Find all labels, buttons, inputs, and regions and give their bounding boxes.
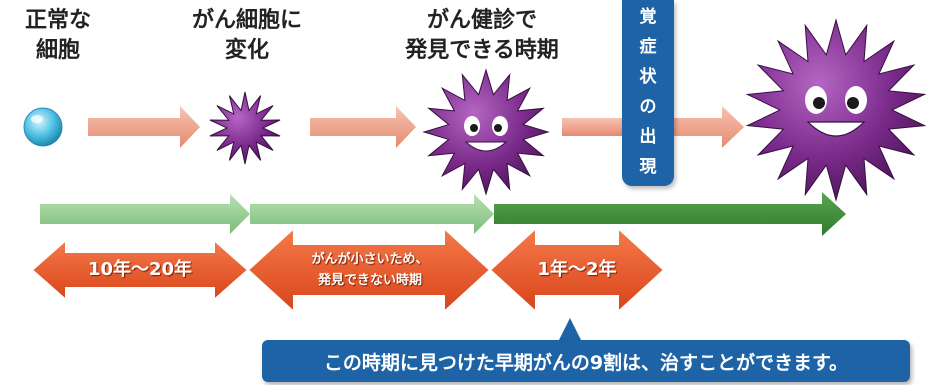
normal-cell-shine [31, 115, 43, 123]
label-detectable: がん健診で 発見できる時期 [382, 6, 582, 66]
progression-arrow-3 [562, 118, 622, 136]
timeline-arrow-3 [494, 192, 846, 236]
symptom-banner: 覚 症 状 の 出 現 [622, 0, 674, 186]
symptom-char-3: 状 [639, 67, 657, 87]
normal-cell [23, 107, 63, 147]
period-text-2: がんが小さいため、 発見できない時期 [290, 249, 450, 291]
small-cancer-cell [209, 91, 281, 165]
large-cancer-cell [745, 18, 926, 202]
symptom-char-4: の [639, 97, 657, 117]
callout-text: この時期に見つけた早期がんの9割は、治すことができます。 [323, 351, 849, 374]
label-cancer-change-line1: がん細胞に [191, 8, 302, 33]
period-arrow-3 [488, 225, 666, 315]
label-normal-cell: 正常な 細胞 [18, 6, 98, 66]
period-text-1: 10年～20年 [87, 259, 193, 280]
symptom-char-6: 現 [639, 157, 657, 177]
progression-arrow-4 [674, 106, 744, 148]
label-detectable-line2: 発見できる時期 [405, 38, 559, 63]
symptom-char-1: 覚 [639, 7, 657, 27]
symptom-char-5: 出 [639, 127, 657, 147]
label-normal-cell-line2: 細胞 [35, 38, 80, 63]
early-cancer-callout: この時期に見つけた早期がんの9割は、治すことができます。 [262, 340, 910, 382]
medium-cancer-cell [422, 68, 550, 196]
large-cell-face [805, 86, 867, 137]
progression-arrow-1 [88, 106, 200, 148]
label-cancer-change-line2: 変化 [224, 38, 269, 63]
period-text-3: 1年～2年 [537, 259, 617, 280]
callout-pointer [558, 318, 582, 342]
medium-cell-face [464, 116, 508, 152]
timeline-arrow-2 [250, 194, 494, 234]
period-text-2-line2: 発見できない時期 [317, 273, 422, 288]
period-text-2-line1: がんが小さいため、 [311, 252, 429, 267]
progression-arrow-2 [310, 106, 416, 148]
label-cancer-change: がん細胞に 変化 [182, 6, 312, 66]
timeline-arrow-1 [40, 194, 250, 234]
label-detectable-line1: がん健診で [426, 8, 537, 33]
label-normal-cell-line1: 正常な [24, 8, 91, 33]
symptom-char-2: 症 [639, 37, 657, 57]
